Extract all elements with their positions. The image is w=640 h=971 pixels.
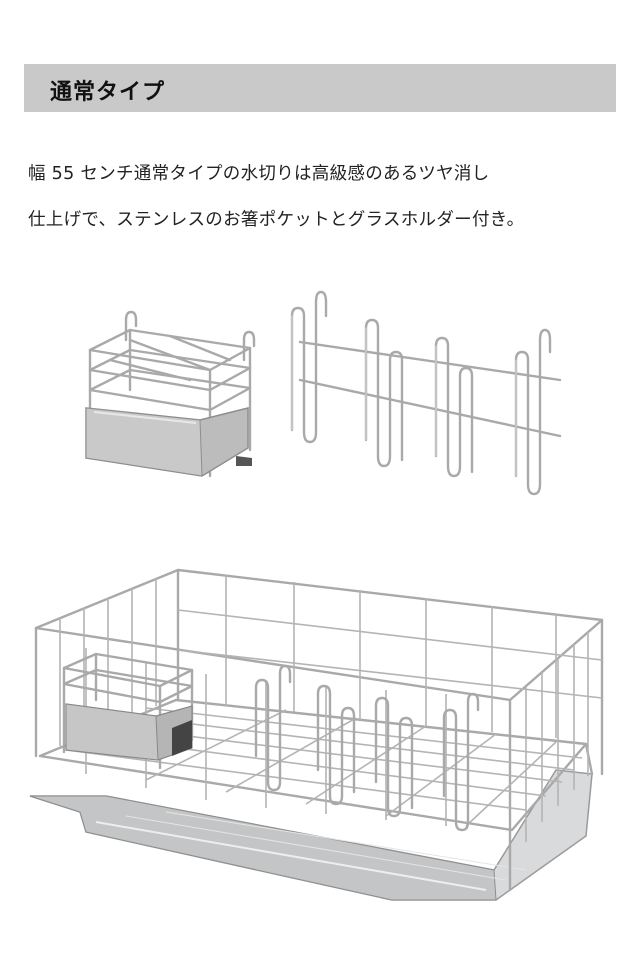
glass-holder-icon [290,290,562,496]
description-line-2: 仕上げで、ステンレスのお箸ポケットとグラスホルダー付き。 [28,210,525,230]
description-line-1: 幅 55 センチ通常タイプの水切りは高級感のあるツヤ消し [28,164,490,184]
dish-rack-photo [29,568,604,901]
section-heading-bar: 通常タイプ [24,64,616,112]
accessories-photo [85,290,562,496]
rack-utensil-holder-icon [62,652,194,770]
drain-tray-icon [29,769,593,901]
section-heading: 通常タイプ [50,80,166,105]
rack-glass-holder-icon [254,664,480,832]
utensil-holder-icon [85,310,256,478]
